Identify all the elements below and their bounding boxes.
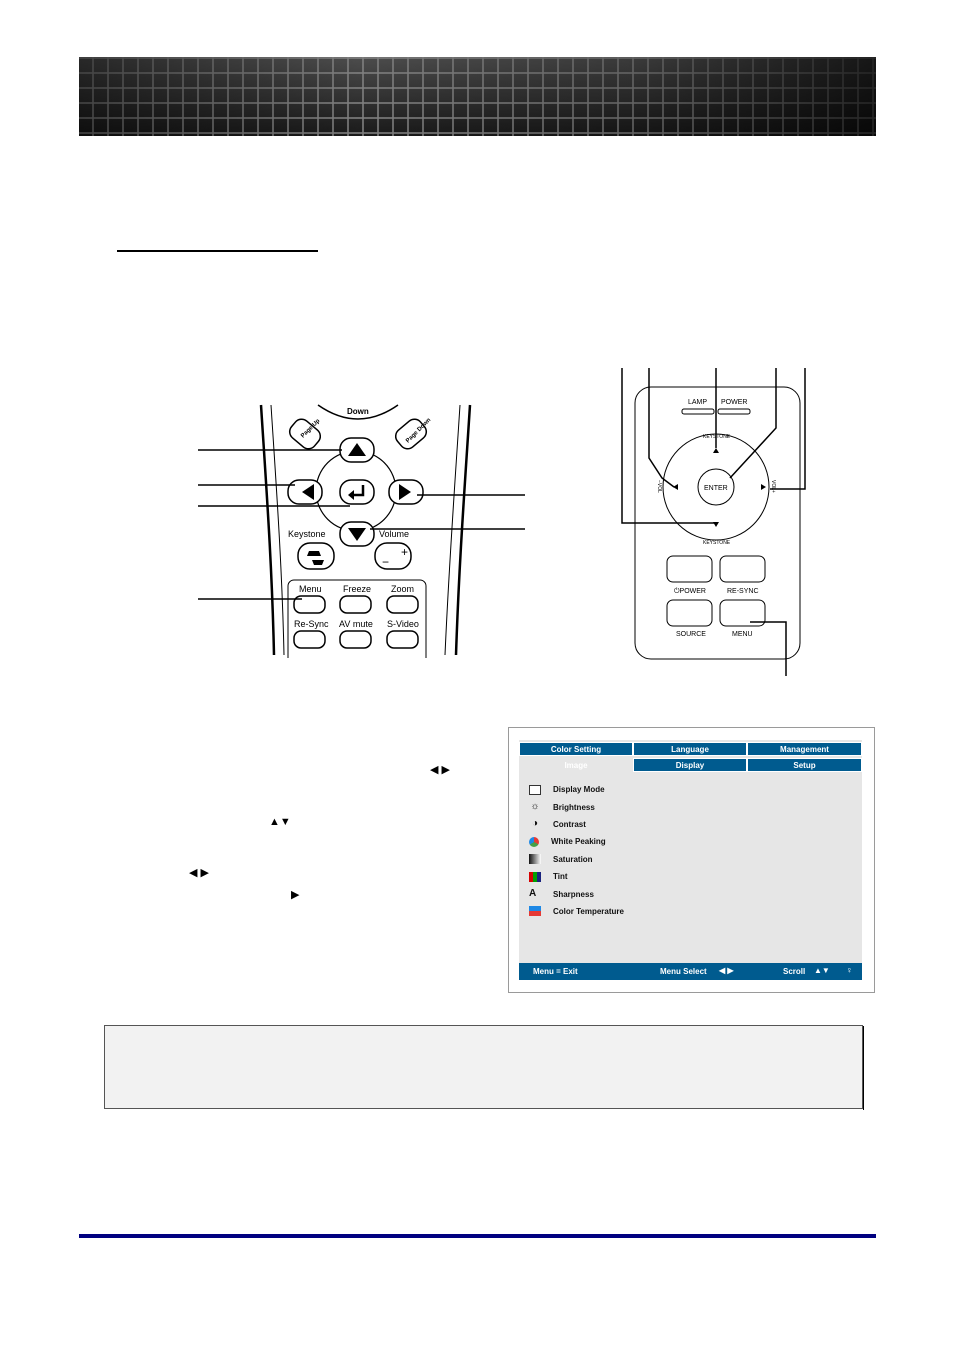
left-right-arrows-icon: ◀ ▶ xyxy=(719,966,734,975)
keypad-right-arrow xyxy=(761,484,766,490)
svg-text:POWER: POWER xyxy=(721,399,747,406)
osd-menu-screenshot: Color Setting Language Management Image … xyxy=(508,727,875,993)
av-mute-label: AV mute xyxy=(339,619,373,629)
svg-text:VOL+: VOL+ xyxy=(770,480,776,493)
keystone-label: Keystone xyxy=(288,529,326,539)
svg-text:+: + xyxy=(401,545,408,559)
osd-footer: Menu = Exit Menu Select ◀ ▶ Scroll ▲▼ ♀ xyxy=(519,963,862,980)
svg-text:−VOL: −VOL xyxy=(656,480,662,493)
header-banner xyxy=(79,57,876,136)
svg-text:LAMP: LAMP xyxy=(688,399,707,406)
page-up-button[interactable] xyxy=(286,416,323,452)
menu-button[interactable] xyxy=(293,595,326,614)
remote-left-button[interactable] xyxy=(287,479,323,505)
keypad-power-button[interactable] xyxy=(666,555,713,583)
tab-setup[interactable]: Setup xyxy=(747,758,862,772)
keypad-diagram: LAMP POWER KEYSTONE KEYSTONE −VOL VOL+ E… xyxy=(600,368,815,680)
tab-color-setting[interactable]: Color Setting xyxy=(519,742,633,756)
osd-item-display-mode[interactable]: Display Mode xyxy=(529,781,729,798)
zoom-label: Zoom xyxy=(391,584,414,594)
svideo-label: S-Video xyxy=(387,619,419,629)
svg-text:KEYSTONE: KEYSTONE xyxy=(703,540,731,546)
osd-item-saturation[interactable]: Saturation xyxy=(529,851,729,868)
page-down-button[interactable] xyxy=(392,416,429,452)
tab-display[interactable]: Display xyxy=(633,758,747,772)
svg-text:⏻POWER: ⏻POWER xyxy=(674,587,706,595)
av-mute-button[interactable] xyxy=(339,630,372,649)
remote-down-button[interactable] xyxy=(339,521,375,547)
freeze-label: Freeze xyxy=(343,584,371,594)
keypad-source-button[interactable] xyxy=(666,599,713,627)
keypad-enter-button[interactable]: ENTER xyxy=(697,468,735,506)
contrast-icon: ◑ xyxy=(531,818,539,830)
osd-item-list: Display Mode ☼ Brightness ◑ Contrast Whi… xyxy=(529,781,729,920)
svg-text:SOURCE: SOURCE xyxy=(676,631,706,638)
freeze-button[interactable] xyxy=(339,595,372,614)
svg-text:ENTER: ENTER xyxy=(704,485,728,492)
svg-text:−: − xyxy=(382,555,389,569)
left-right-arrows-icon: ◀ ▶ xyxy=(189,867,209,879)
osd-item-contrast[interactable]: ◑ Contrast xyxy=(529,816,729,833)
osd-select-hint: Menu Select xyxy=(660,967,707,976)
keypad-resync-button[interactable] xyxy=(719,555,766,583)
keypad-left-arrow xyxy=(673,484,678,490)
volume-button[interactable]: + − xyxy=(374,542,412,570)
svg-text:MENU: MENU xyxy=(732,631,753,638)
right-arrow-icon: ▶ xyxy=(291,889,300,901)
up-down-arrows-icon: ▲▼ xyxy=(269,816,291,828)
osd-item-color-temperature[interactable]: Color Temperature xyxy=(529,903,729,920)
white-peaking-icon xyxy=(529,836,539,847)
osd-item-brightness[interactable]: ☼ Brightness xyxy=(530,801,595,813)
display-mode-icon xyxy=(529,784,541,795)
remote-enter-button[interactable] xyxy=(339,479,375,505)
brightness-icon: ☼ xyxy=(530,801,540,813)
sharpness-icon: A xyxy=(529,888,537,900)
tab-management[interactable]: Management xyxy=(747,742,862,756)
tab-language[interactable]: Language xyxy=(633,742,747,756)
resync-button[interactable] xyxy=(293,630,326,649)
svg-text:RE-SYNC: RE-SYNC xyxy=(727,588,759,595)
tint-icon xyxy=(529,871,541,882)
resync-label: Re-Sync xyxy=(294,619,329,629)
svg-text:KEYSTONE: KEYSTONE xyxy=(703,434,731,440)
footer-rule xyxy=(79,1234,876,1238)
color-temperature-icon xyxy=(529,906,541,917)
remote-up-button[interactable] xyxy=(339,437,375,463)
up-down-arrows-icon: ▲▼ xyxy=(814,966,830,975)
saturation-icon xyxy=(529,854,541,865)
zoom-button[interactable] xyxy=(386,595,419,614)
osd-scroll-hint: Scroll xyxy=(783,967,806,976)
tab-image[interactable]: Image xyxy=(519,758,633,772)
svideo-button[interactable] xyxy=(386,630,419,649)
left-right-arrows-icon: ◀ ▶ xyxy=(430,764,450,776)
osd-exit-hint: Menu = Exit xyxy=(533,967,578,976)
lamp-icon: ♀ xyxy=(846,965,853,975)
osd-item-tint[interactable]: Tint xyxy=(529,868,729,885)
keypad-menu-button[interactable] xyxy=(719,599,766,627)
volume-label: Volume xyxy=(379,529,409,539)
lamp-indicator xyxy=(681,408,715,415)
keypad-up-arrow xyxy=(713,448,719,453)
osd-item-sharpness[interactable]: A Sharpness xyxy=(529,888,594,900)
note-box xyxy=(104,1025,864,1110)
power-indicator xyxy=(717,408,751,415)
remote-down-label: Down xyxy=(347,407,369,416)
section-heading-underline xyxy=(117,250,318,252)
keystone-button[interactable] xyxy=(297,542,335,570)
remote-right-button[interactable] xyxy=(388,479,424,505)
menu-label: Menu xyxy=(299,584,322,594)
osd-item-white-peaking[interactable]: White Peaking xyxy=(529,833,729,850)
remote-control-diagram: + − Down Page Up Page Down Keystone Volu… xyxy=(190,403,535,658)
